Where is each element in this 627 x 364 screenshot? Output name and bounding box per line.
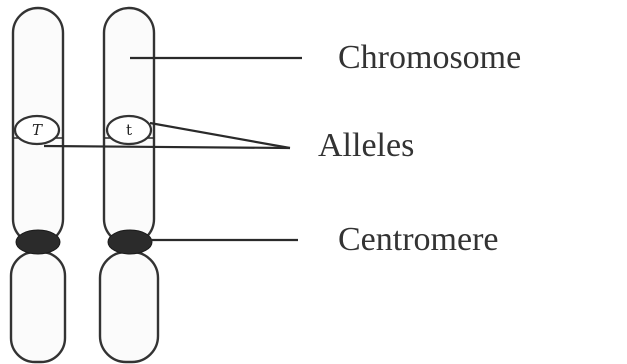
- alleles-label: Alleles: [318, 127, 414, 164]
- left-allele-letter: T: [32, 121, 43, 139]
- left-chromatid-lower-arm: [11, 252, 65, 362]
- right-chromatid-lower-arm: [100, 252, 158, 362]
- centromere-label: Centromere: [338, 221, 499, 258]
- alleles-leader-line-lower: [44, 146, 290, 148]
- chromosome-label: Chromosome: [338, 39, 521, 76]
- left-centromere: [16, 230, 60, 254]
- alleles-leader-line-upper: [150, 123, 290, 148]
- right-centromere: [108, 230, 152, 254]
- right-allele-letter: t: [126, 121, 132, 139]
